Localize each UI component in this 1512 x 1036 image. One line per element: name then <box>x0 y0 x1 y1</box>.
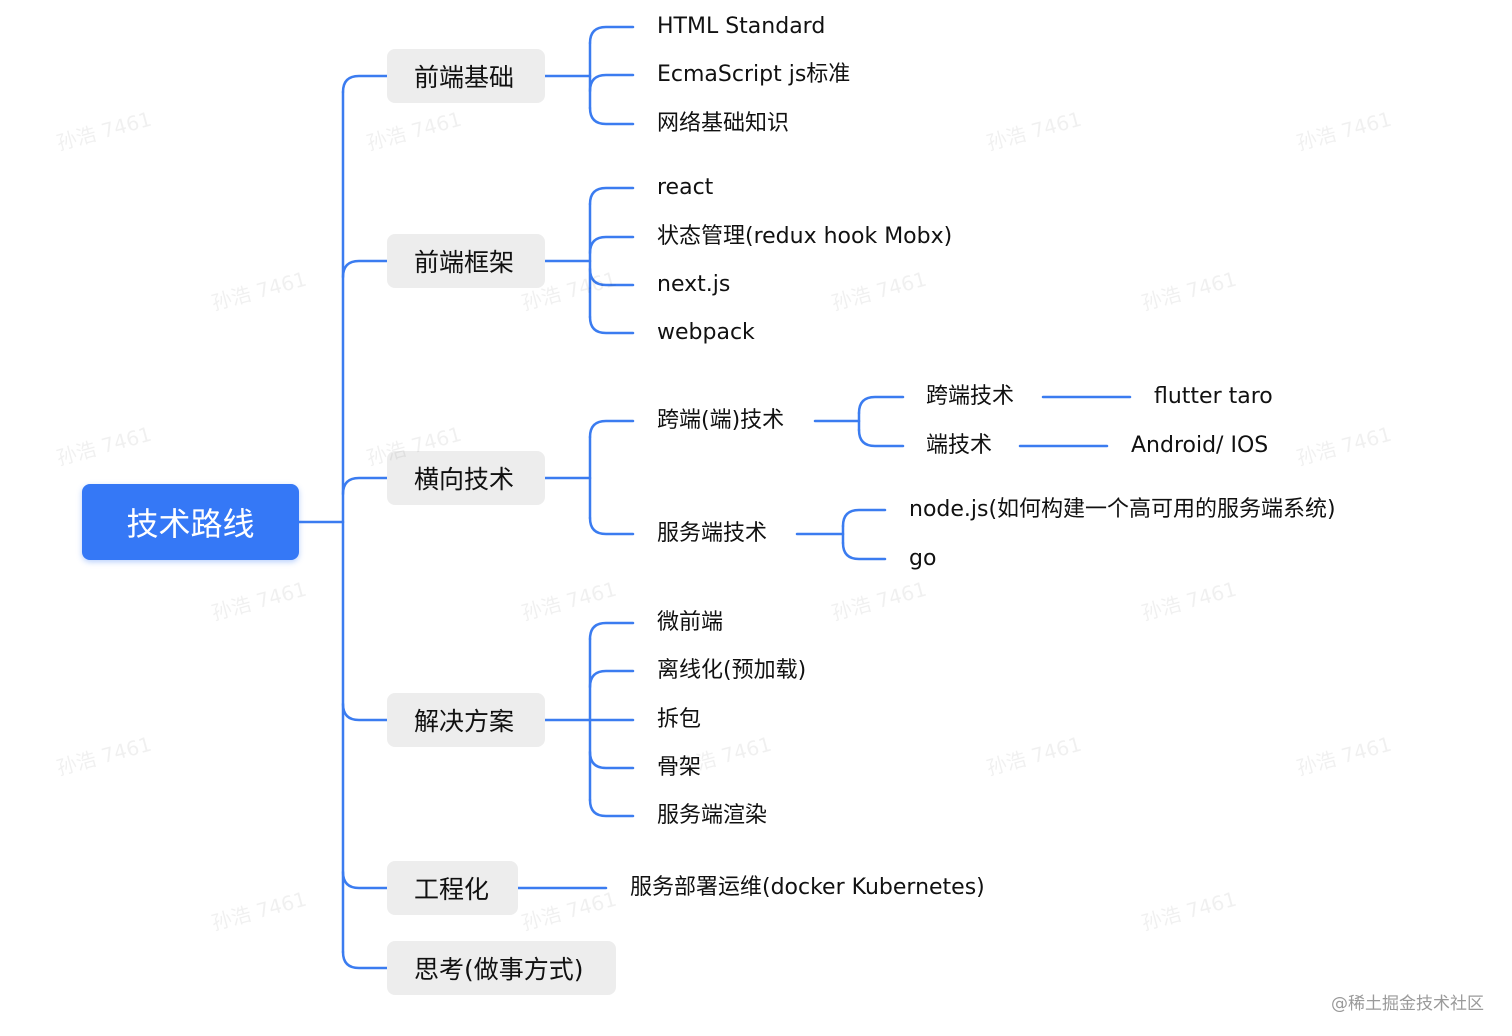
cross-platform-edges-branch-1 <box>857 428 905 448</box>
leaf-nextjs[interactable]: next.js <box>657 272 731 297</box>
basics-edges-branch-1 <box>588 73 635 93</box>
root-edges-branch-1 <box>341 259 389 279</box>
server-edges-branch-1 <box>841 541 887 561</box>
horizontal-edges-branch-1 <box>588 516 635 536</box>
leaf-ssr[interactable]: 服务端渲染 <box>657 803 768 828</box>
site-credit: @稀土掘金技术社区 <box>1331 994 1484 1014</box>
basics-edges-branch-0 <box>588 25 635 45</box>
leaf-skeleton[interactable]: 骨架 <box>657 755 702 780</box>
leaf-native-tech[interactable]: 端技术 <box>926 433 993 458</box>
root-edges-branch-0 <box>341 74 389 94</box>
solutions-edges-branch-0 <box>588 621 635 641</box>
solutions-edges-branch-4 <box>588 798 635 818</box>
leaf-webpack[interactable]: webpack <box>657 320 755 345</box>
leaf-server-tech[interactable]: 服务端技术 <box>657 521 768 546</box>
branch-thinking[interactable]: 思考(做事方式) <box>387 941 616 995</box>
leaf-cross-platform-tech[interactable]: 跨端技术 <box>926 384 1015 409</box>
leaf-go[interactable]: go <box>909 546 937 571</box>
leaf-flutter-taro[interactable]: flutter taro <box>1154 384 1273 409</box>
leaf-network-basics[interactable]: 网络基础知识 <box>657 111 790 136</box>
leaf-bundle-split[interactable]: 拆包 <box>657 707 702 732</box>
branch-horizontal-tech[interactable]: 横向技术 <box>387 451 545 505</box>
branch-frontend-basics[interactable]: 前端基础 <box>387 49 545 103</box>
branch-solutions[interactable]: 解决方案 <box>387 693 545 747</box>
framework-edges-branch-0 <box>588 186 635 206</box>
cross-platform-edges-branch-0 <box>857 395 905 415</box>
root-edges-branch-5 <box>341 950 389 970</box>
framework-edges-branch-3 <box>588 315 635 335</box>
root-edges-branch-4 <box>341 870 389 890</box>
solutions-edges-branch-3 <box>588 750 635 770</box>
leaf-offline-preload[interactable]: 离线化(预加载) <box>657 658 807 683</box>
leaf-micro-frontend[interactable]: 微前端 <box>657 610 724 635</box>
root-node[interactable]: 技术路线 <box>82 484 299 560</box>
leaf-state-management[interactable]: 状态管理(redux hook Mobx) <box>657 224 953 249</box>
framework-edges-branch-2 <box>588 267 635 287</box>
leaf-react[interactable]: react <box>657 175 714 200</box>
branch-engineering[interactable]: 工程化 <box>387 861 518 915</box>
leaf-html-standard[interactable]: HTML Standard <box>657 14 826 39</box>
root-edges-branch-3 <box>341 702 389 722</box>
branch-frontend-framework[interactable]: 前端框架 <box>387 234 545 288</box>
basics-edges-branch-2 <box>588 106 635 126</box>
framework-edges-branch-1 <box>588 235 635 255</box>
horizontal-edges-branch-0 <box>588 419 635 439</box>
leaf-android-ios[interactable]: Android/ IOS <box>1131 433 1269 458</box>
leaf-nodejs[interactable]: node.js(如何构建一个高可用的服务端系统) <box>909 497 1336 522</box>
leaf-deploy-ops[interactable]: 服务部署运维(docker Kubernetes) <box>630 875 985 900</box>
leaf-ecmascript[interactable]: EcmaScript js标准 <box>657 62 851 87</box>
server-edges-branch-0 <box>841 508 887 528</box>
root-edges-branch-2 <box>341 476 389 496</box>
solutions-edges-branch-1 <box>588 669 635 689</box>
leaf-cross-platform[interactable]: 跨端(端)技术 <box>657 408 785 433</box>
